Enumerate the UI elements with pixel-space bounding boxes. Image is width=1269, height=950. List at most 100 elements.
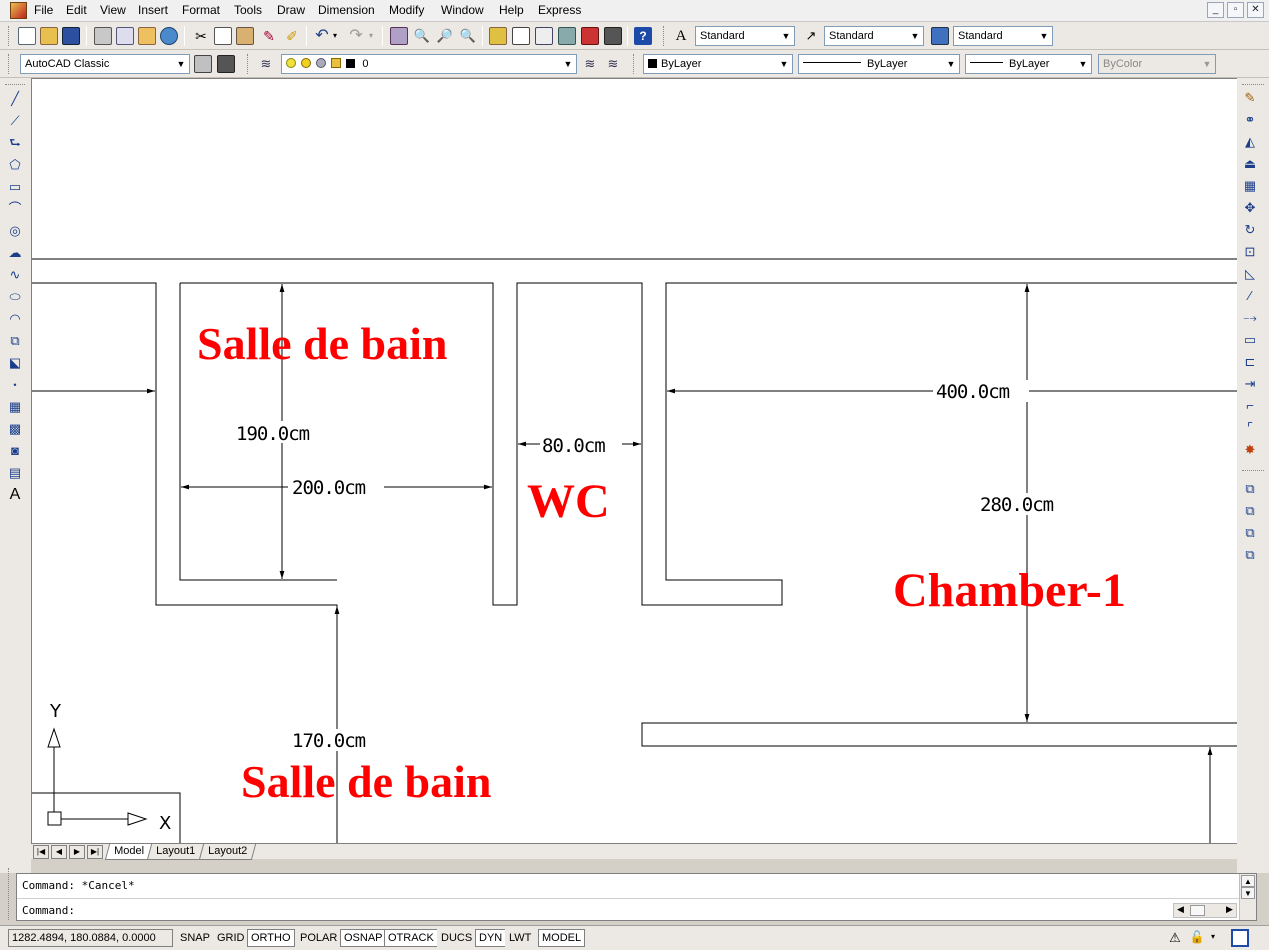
lwt-toggle[interactable]: LWT — [505, 929, 536, 947]
save-icon[interactable] — [62, 27, 80, 45]
cut-icon[interactable]: ✂ — [195, 28, 207, 44]
ellipse-icon[interactable]: ⬭ — [9, 289, 21, 304]
ortho-toggle[interactable]: ORTHO — [247, 929, 295, 947]
toolbar-grip[interactable] — [663, 26, 666, 46]
circle-icon[interactable]: ◎ — [9, 223, 21, 238]
scale-icon[interactable]: ⊡ — [1244, 244, 1256, 259]
toolbar-grip[interactable] — [633, 54, 636, 74]
join-icon[interactable]: ⇥ — [1244, 376, 1256, 391]
plot-preview-icon[interactable] — [116, 27, 134, 45]
dimension-style-select[interactable]: Standard▼ — [824, 26, 924, 46]
first-tab-icon[interactable]: |◀ — [33, 845, 49, 859]
plot-icon[interactable] — [94, 27, 112, 45]
menu-dimension[interactable]: Dimension — [318, 3, 375, 17]
zoom-previous-icon[interactable]: 🔍 — [459, 28, 477, 43]
mirror-icon[interactable]: ◭ — [1245, 134, 1255, 149]
scroll-down-icon[interactable]: ▼ — [1241, 887, 1255, 899]
menu-express[interactable]: Express — [538, 3, 582, 17]
lock-icon[interactable]: 🔓 — [1189, 930, 1205, 944]
menu-edit[interactable]: Edit — [66, 3, 87, 17]
zoom-realtime-icon[interactable]: 🔍 — [413, 28, 431, 43]
my-workspace-icon[interactable] — [217, 55, 235, 73]
sheet-set-manager-icon[interactable] — [558, 27, 576, 45]
polygon-icon[interactable]: ⬠ — [9, 157, 21, 172]
fillet-icon[interactable]: ⌜ — [1246, 420, 1254, 435]
chamfer-icon[interactable]: ⌐ — [1246, 398, 1254, 413]
region-icon[interactable]: ◙ — [11, 443, 19, 458]
redo-icon[interactable]: ↷ — [349, 27, 363, 44]
rotate-icon[interactable]: ↻ — [1244, 222, 1256, 237]
extend-icon[interactable]: ⤍ — [1243, 310, 1257, 325]
menu-view[interactable]: View — [100, 3, 126, 17]
make-object-layer-current-icon[interactable]: ≋ — [584, 56, 596, 71]
bring-above-objects-icon[interactable]: ⧉ — [1245, 525, 1255, 540]
help-icon[interactable]: ? — [634, 27, 652, 45]
linetype-select[interactable]: ByLayer▼ — [798, 54, 960, 74]
toolbar-grip[interactable] — [8, 54, 11, 74]
properties-icon[interactable] — [489, 27, 507, 45]
send-under-objects-icon[interactable]: ⧉ — [1245, 547, 1255, 562]
copy-object-icon[interactable]: ⚭ — [1244, 112, 1256, 127]
pan-realtime-icon[interactable] — [390, 27, 408, 45]
explode-icon[interactable]: ✸ — [1244, 442, 1256, 457]
offset-icon[interactable]: ⏏ — [1243, 156, 1257, 171]
publish-icon[interactable] — [138, 27, 156, 45]
toolbar-grip[interactable] — [1242, 470, 1264, 472]
send-to-back-icon[interactable]: ⧉ — [1245, 503, 1255, 518]
command-window-grip[interactable] — [8, 868, 13, 920]
horizontal-scrollbar[interactable]: ◀ ▶ — [1173, 903, 1237, 918]
stretch-icon[interactable]: ◺ — [1245, 266, 1255, 281]
erase-icon[interactable]: ✎ — [1244, 90, 1256, 105]
tab-model[interactable]: Model — [104, 844, 154, 860]
ducs-toggle[interactable]: DUCS — [437, 929, 477, 947]
hatch-icon[interactable]: ▦ — [8, 399, 22, 414]
workspace-select[interactable]: AutoCAD Classic▼ — [20, 54, 190, 74]
command-scrollbar[interactable]: ▲ ▼ — [1239, 874, 1256, 920]
block-editor-icon[interactable]: ✐ — [286, 28, 298, 44]
trim-icon[interactable]: ⁄ — [1248, 288, 1252, 303]
dimension-style-icon[interactable]: ↗ — [805, 28, 817, 43]
copy-icon[interactable] — [214, 27, 232, 45]
insert-block-icon[interactable]: ⧉ — [10, 333, 20, 348]
menu-draw[interactable]: Draw — [277, 3, 306, 17]
otrack-toggle[interactable]: OTRACK — [384, 929, 438, 947]
open-icon[interactable] — [40, 27, 58, 45]
toolbar-grip[interactable] — [5, 84, 25, 86]
bring-to-front-icon[interactable]: ⧉ — [1245, 481, 1255, 496]
match-properties-icon[interactable]: ✎ — [263, 28, 275, 44]
point-icon[interactable]: • — [13, 380, 17, 390]
arc-icon[interactable]: ⌒ — [8, 201, 22, 216]
previous-tab-icon[interactable]: ◀ — [51, 845, 67, 859]
toolbar-grip[interactable] — [8, 26, 11, 46]
quickcalc-icon[interactable] — [604, 27, 622, 45]
table-icon[interactable]: ▤ — [8, 465, 22, 480]
snap-toggle[interactable]: SNAP — [176, 929, 214, 947]
menu-insert[interactable]: Insert — [138, 3, 169, 17]
menu-modify[interactable]: Modify — [389, 3, 425, 17]
toolbar-grip[interactable] — [1242, 84, 1264, 86]
menu-file[interactable]: File — [34, 3, 54, 17]
array-icon[interactable]: ▦ — [1243, 178, 1257, 193]
undo-dropdown-icon[interactable]: ▾ — [333, 31, 338, 40]
workspace-settings-icon[interactable] — [194, 55, 212, 73]
polyline-icon[interactable]: ⮑ — [9, 135, 21, 150]
close-icon[interactable]: ✕ — [1247, 2, 1264, 18]
markup-set-manager-icon[interactable] — [581, 27, 599, 45]
next-tab-icon[interactable]: ▶ — [69, 845, 85, 859]
command-prompt[interactable]: Command: — [22, 904, 75, 917]
tool-palettes-icon[interactable] — [535, 27, 553, 45]
menu-window[interactable]: Window — [441, 3, 484, 17]
model-toggle[interactable]: MODEL — [538, 929, 586, 947]
paste-icon[interactable] — [236, 27, 254, 45]
scroll-right-icon[interactable]: ▶ — [1226, 904, 1233, 914]
autocad-app-icon[interactable] — [10, 2, 27, 19]
zoom-window-icon[interactable]: 🔎 — [436, 28, 454, 43]
layer-select[interactable]: 0▼ — [281, 54, 577, 74]
ellipse-arc-icon[interactable]: ◠ — [9, 311, 21, 326]
restore-icon[interactable]: ▫ — [1227, 2, 1244, 18]
line-icon[interactable]: ╱ — [11, 91, 19, 106]
text-style-icon[interactable]: A — [675, 28, 687, 44]
scroll-left-icon[interactable]: ◀ — [1177, 904, 1184, 914]
scroll-thumb[interactable] — [1190, 905, 1205, 916]
minimize-icon[interactable]: _ — [1207, 2, 1224, 18]
